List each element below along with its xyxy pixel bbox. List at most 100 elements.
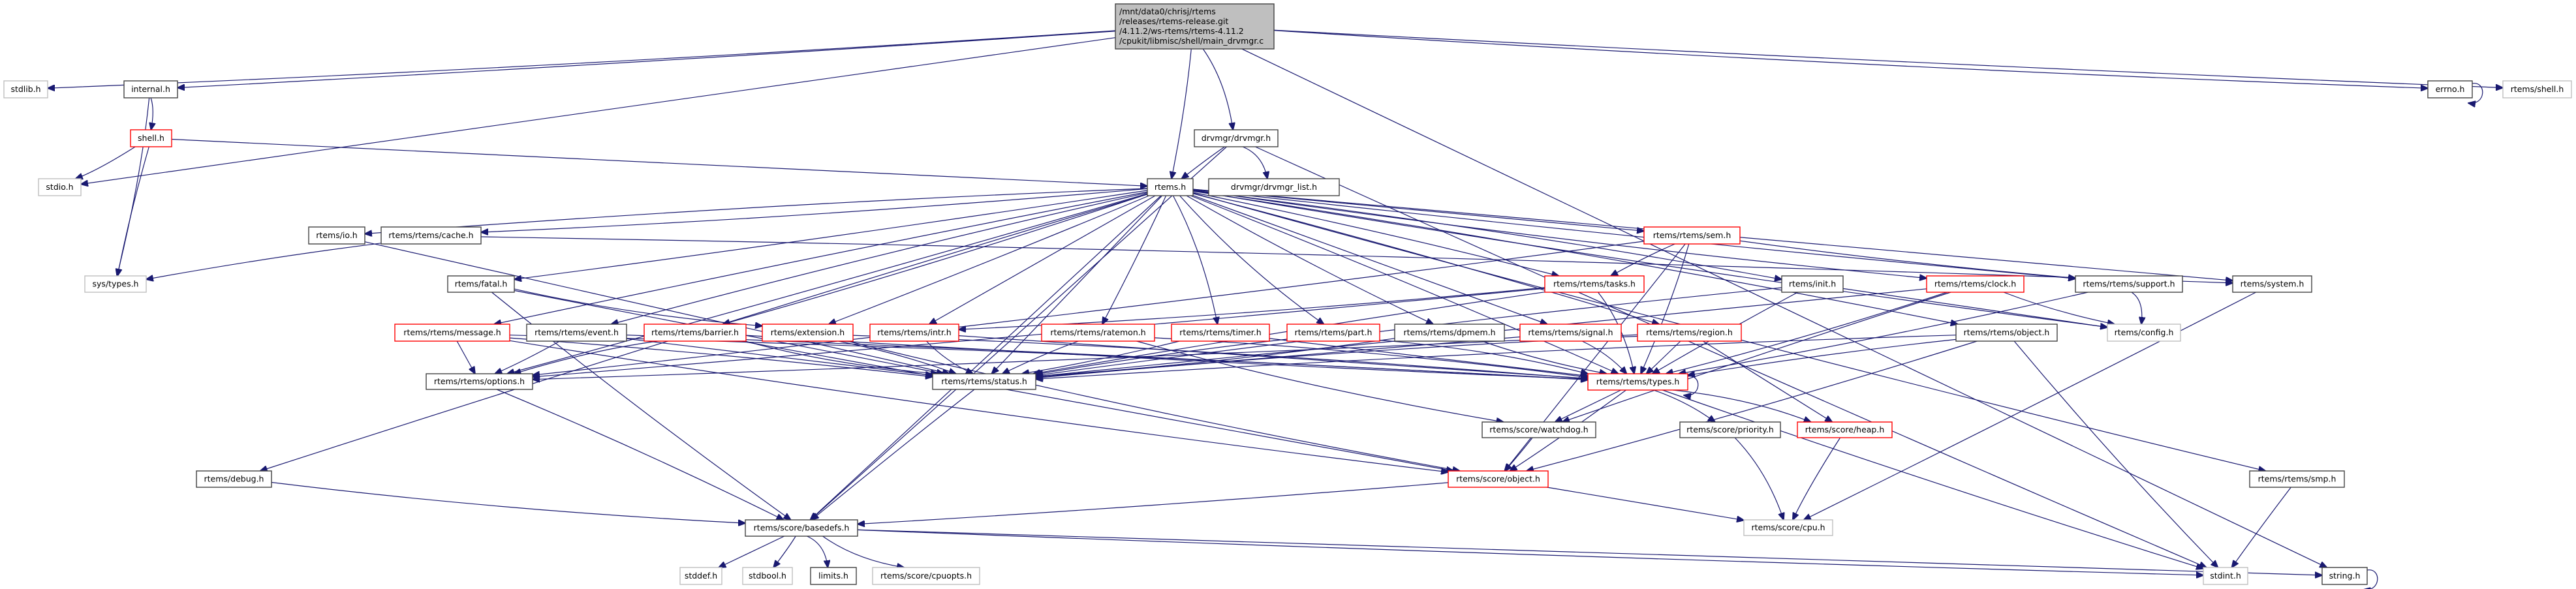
node-box[interactable] bbox=[526, 324, 627, 342]
node-internal[interactable]: internal.h bbox=[123, 80, 178, 98]
node-box[interactable] bbox=[308, 226, 365, 245]
node-box[interactable] bbox=[762, 324, 854, 342]
node-box[interactable] bbox=[1482, 421, 1596, 438]
node-stdlib[interactable]: stdlib.h bbox=[3, 80, 48, 98]
node-box[interactable] bbox=[1797, 421, 1893, 438]
node-box[interactable] bbox=[2107, 324, 2181, 342]
node-stddef[interactable]: stddef.h bbox=[679, 567, 722, 585]
node-support[interactable]: rtems/rtems/support.h bbox=[2075, 275, 2183, 293]
node-stdbool[interactable]: stdbool.h bbox=[742, 567, 793, 585]
node-box[interactable] bbox=[1587, 373, 1688, 391]
node-box[interactable] bbox=[1679, 421, 1781, 438]
node-box[interactable] bbox=[2249, 470, 2345, 488]
node-box[interactable] bbox=[2427, 80, 2473, 98]
node-ratemon[interactable]: rtems/rtems/ratemon.h bbox=[1041, 324, 1155, 342]
node-cache[interactable]: rtems/rtems/cache.h bbox=[380, 226, 482, 245]
node-main[interactable]: /mnt/data0/chrisj/rtems/releases/rtems-r… bbox=[1115, 3, 1275, 50]
node-options[interactable]: rtems/rtems/options.h bbox=[426, 373, 533, 390]
node-part[interactable]: rtems/rtems/part.h bbox=[1286, 324, 1380, 342]
node-priority[interactable]: rtems/score/priority.h bbox=[1679, 421, 1781, 438]
node-box[interactable] bbox=[38, 178, 82, 196]
node-signal[interactable]: rtems/rtems/signal.h bbox=[1519, 324, 1622, 342]
node-box[interactable] bbox=[1926, 275, 2025, 293]
node-box[interactable] bbox=[1743, 519, 1833, 536]
node-box[interactable] bbox=[1147, 178, 1194, 196]
node-types[interactable]: rtems/rtems/types.h bbox=[1587, 373, 1688, 391]
node-box[interactable] bbox=[742, 567, 793, 585]
node-io[interactable]: rtems/io.h bbox=[308, 226, 365, 245]
node-box[interactable] bbox=[2502, 80, 2572, 98]
node-rtems[interactable]: rtems.h bbox=[1147, 178, 1194, 196]
node-box[interactable] bbox=[1519, 324, 1622, 342]
node-system[interactable]: rtems/system.h bbox=[2232, 275, 2312, 293]
node-fatal[interactable]: rtems/fatal.h bbox=[447, 275, 515, 293]
node-dpmem[interactable]: rtems/rtems/dpmem.h bbox=[1394, 324, 1505, 342]
node-box[interactable] bbox=[394, 324, 510, 342]
node-init[interactable]: rtems/init.h bbox=[1781, 275, 1844, 293]
node-heap[interactable]: rtems/score/heap.h bbox=[1797, 421, 1893, 438]
node-box[interactable] bbox=[1643, 226, 1741, 245]
node-tasks[interactable]: rtems/rtems/tasks.h bbox=[1544, 275, 1645, 293]
node-box[interactable] bbox=[1115, 3, 1275, 50]
node-box[interactable] bbox=[869, 324, 959, 342]
node-rtems-shell[interactable]: rtems/shell.h bbox=[2502, 80, 2572, 98]
node-box[interactable] bbox=[872, 567, 980, 585]
node-barrier[interactable]: rtems/rtems/barrier.h bbox=[644, 324, 747, 342]
node-drvmgr[interactable]: drvmgr/drvmgr.h bbox=[1194, 129, 1279, 147]
node-box[interactable] bbox=[1544, 275, 1645, 293]
node-box[interactable] bbox=[932, 373, 1036, 390]
node-stdio[interactable]: stdio.h bbox=[38, 178, 82, 196]
node-sobject[interactable]: rtems/score/object.h bbox=[1448, 470, 1549, 488]
node-box[interactable] bbox=[447, 275, 515, 293]
node-box[interactable] bbox=[679, 567, 722, 585]
node-box[interactable] bbox=[2232, 275, 2312, 293]
node-basedefs[interactable]: rtems/score/basedefs.h bbox=[745, 519, 858, 537]
node-extension[interactable]: rtems/extension.h bbox=[762, 324, 854, 342]
node-debug[interactable]: rtems/debug.h bbox=[196, 470, 272, 488]
node-box[interactable] bbox=[1637, 324, 1742, 342]
node-intr[interactable]: rtems/rtems/intr.h bbox=[869, 324, 959, 342]
node-box[interactable] bbox=[426, 373, 533, 390]
node-box[interactable] bbox=[745, 519, 858, 537]
node-string[interactable]: string.h bbox=[2321, 567, 2368, 585]
node-box[interactable] bbox=[644, 324, 747, 342]
node-systypes[interactable]: sys/types.h bbox=[84, 275, 147, 293]
node-errno[interactable]: errno.h bbox=[2427, 80, 2473, 98]
node-robject[interactable]: rtems/rtems/object.h bbox=[1955, 324, 2058, 342]
node-box[interactable] bbox=[196, 470, 272, 488]
node-box[interactable] bbox=[380, 226, 482, 245]
node-status[interactable]: rtems/rtems/status.h bbox=[932, 373, 1036, 390]
node-box[interactable] bbox=[1171, 324, 1270, 342]
node-box[interactable] bbox=[123, 80, 178, 98]
node-box[interactable] bbox=[810, 567, 857, 585]
node-box[interactable] bbox=[1041, 324, 1155, 342]
node-cpuopts[interactable]: rtems/score/cpuopts.h bbox=[872, 567, 980, 585]
node-sem[interactable]: rtems/rtems/sem.h bbox=[1643, 226, 1741, 245]
node-shell[interactable]: shell.h bbox=[130, 129, 172, 147]
node-stdint[interactable]: stdint.h bbox=[2203, 567, 2248, 585]
node-clock[interactable]: rtems/rtems/clock.h bbox=[1926, 275, 2025, 293]
node-event[interactable]: rtems/rtems/event.h bbox=[526, 324, 627, 342]
node-box[interactable] bbox=[1955, 324, 2058, 342]
node-cpu[interactable]: rtems/score/cpu.h bbox=[1743, 519, 1833, 536]
node-config[interactable]: rtems/config.h bbox=[2107, 324, 2181, 342]
node-region[interactable]: rtems/rtems/region.h bbox=[1637, 324, 1742, 342]
node-drvmgr-list[interactable]: drvmgr/drvmgr_list.h bbox=[1208, 178, 1340, 196]
node-box[interactable] bbox=[1194, 129, 1279, 147]
node-box[interactable] bbox=[2203, 567, 2248, 585]
node-box[interactable] bbox=[1394, 324, 1505, 342]
node-box[interactable] bbox=[1448, 470, 1549, 488]
node-smp[interactable]: rtems/rtems/smp.h bbox=[2249, 470, 2345, 488]
node-box[interactable] bbox=[2321, 567, 2368, 585]
node-box[interactable] bbox=[1208, 178, 1340, 196]
node-box[interactable] bbox=[130, 129, 172, 147]
node-box[interactable] bbox=[2075, 275, 2183, 293]
node-box[interactable] bbox=[1286, 324, 1380, 342]
node-limits[interactable]: limits.h bbox=[810, 567, 857, 585]
node-box[interactable] bbox=[3, 80, 48, 98]
node-box[interactable] bbox=[1781, 275, 1844, 293]
node-timer[interactable]: rtems/rtems/timer.h bbox=[1171, 324, 1270, 342]
node-message[interactable]: rtems/rtems/message.h bbox=[394, 324, 510, 342]
node-box[interactable] bbox=[84, 275, 147, 293]
node-watchdog[interactable]: rtems/score/watchdog.h bbox=[1482, 421, 1596, 438]
